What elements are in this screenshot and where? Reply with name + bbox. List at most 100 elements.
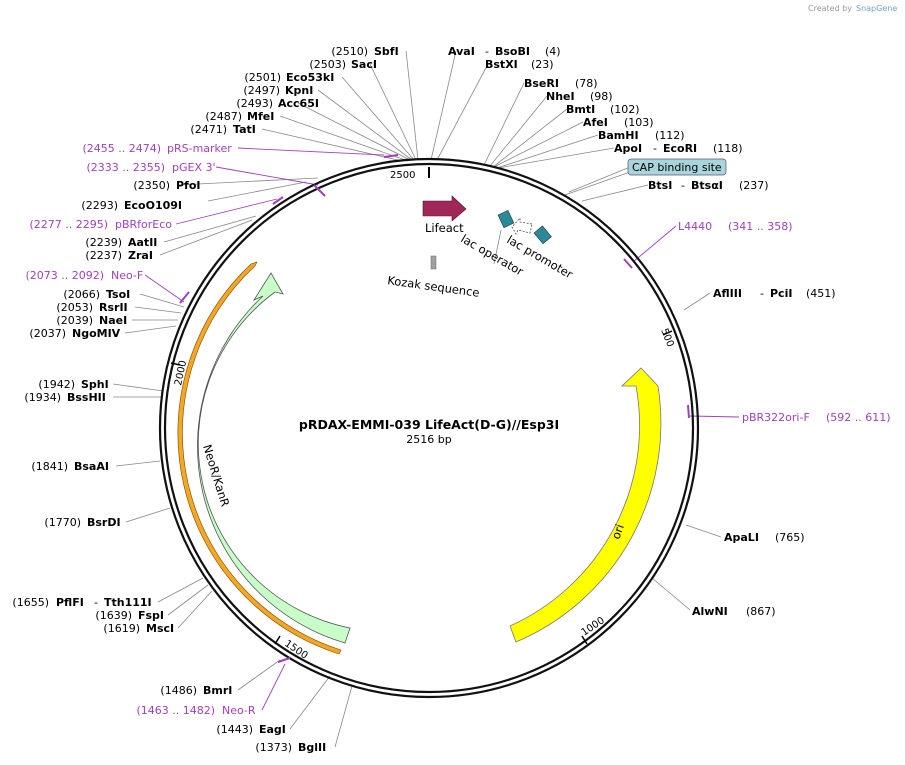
svg-text:(2510): (2510): [331, 45, 368, 58]
label-pgex3[interactable]: (2333 .. 2355)pGEX 3': [86, 161, 215, 174]
primer-leaders: [144, 147, 740, 711]
label-pbr322ori-f[interactable]: pBR322ori-F (592 .. 611): [742, 411, 891, 424]
svg-text:AatII: AatII: [128, 236, 157, 249]
label-fspi[interactable]: (1639)FspI: [95, 609, 164, 622]
svg-text:-: -: [653, 142, 657, 155]
svg-text:(1373): (1373): [255, 741, 292, 754]
ori-label: ori: [609, 522, 627, 541]
label-ngomiv[interactable]: (2037)NgoMIV: [29, 327, 120, 340]
label-tati[interactable]: (2471)TatI: [190, 123, 255, 136]
tick-marks: [170, 330, 673, 645]
label-avai[interactable]: AvaI-BsoBI(4): [448, 45, 561, 58]
label-apali[interactable]: ApaLI(765): [724, 531, 805, 544]
label-bglii[interactable]: (1373)BglII: [255, 741, 326, 754]
svg-text:(867): (867): [746, 605, 776, 618]
label-zrai[interactable]: (2237) ZraI: [85, 249, 153, 262]
svg-text:BseRI: BseRI: [524, 77, 559, 90]
label-rsrii[interactable]: (2053)RsrII: [56, 301, 127, 314]
label-neo-r[interactable]: (1463 .. 1482)Neo-R: [136, 704, 255, 717]
label-afei[interactable]: AfeI (103): [583, 116, 654, 129]
svg-text:NaeI: NaeI: [99, 314, 127, 327]
svg-text:(2501): (2501): [244, 71, 281, 84]
svg-text:(103): (103): [624, 116, 654, 129]
cap-binding-site[interactable]: CAP binding site: [627, 158, 727, 176]
svg-text:BstXI: BstXI: [485, 58, 518, 71]
svg-text:BamHI: BamHI: [598, 129, 639, 142]
svg-text:(592 .. 611): (592 .. 611): [826, 411, 891, 424]
svg-text:(23): (23): [531, 58, 554, 71]
label-eco53ki[interactable]: (2501)Eco53kI: [244, 71, 334, 84]
svg-text:(2503): (2503): [309, 58, 346, 71]
label-prs-marker[interactable]: (2455 .. 2474)pRS-marker: [82, 142, 232, 155]
label-nhei[interactable]: NheI(98): [546, 90, 613, 103]
svg-text:-: -: [760, 287, 764, 300]
label-bmti[interactable]: BmtI(102): [566, 103, 640, 116]
label-afliii[interactable]: AflIII-PciI(451): [713, 287, 836, 300]
label-pfoi[interactable]: (2350)PfoI: [133, 179, 200, 192]
label-bsaai[interactable]: (1841)BsaAI: [31, 460, 109, 473]
svg-text:MfeI: MfeI: [247, 110, 274, 123]
label-aatii[interactable]: (2239) AatII: [85, 236, 157, 249]
label-bsrdi[interactable]: (1770)BsrDI: [44, 516, 120, 529]
tick-label-500: 500: [658, 327, 675, 349]
svg-text:PciI: PciI: [770, 287, 792, 300]
label-tsoi[interactable]: (2066)TsoI: [63, 288, 130, 301]
label-bstxi[interactable]: BstXI (23): [485, 58, 554, 71]
label-bmri[interactable]: (1486)BmrI: [160, 684, 232, 697]
cap-leader: [564, 171, 631, 196]
label-pbrforeco[interactable]: (2277 .. 2295)pBRforEco: [29, 218, 172, 231]
svg-text:BmrI: BmrI: [203, 684, 232, 697]
label-apoi[interactable]: ApoI-EcoRI(118): [614, 142, 743, 155]
svg-text:SacI: SacI: [351, 58, 377, 71]
label-l4440[interactable]: L4440(341 .. 358): [678, 220, 793, 233]
label-sbfi[interactable]: (2510) SbfI: [331, 45, 398, 58]
credit-prefix: Created by: [808, 4, 852, 13]
svg-text:RsrII: RsrII: [99, 301, 128, 314]
svg-text:(2293): (2293): [81, 199, 118, 212]
lac-operator-box: [497, 209, 515, 229]
label-msci[interactable]: (1619)MscI: [103, 622, 174, 635]
svg-text:(1619): (1619): [103, 622, 140, 635]
svg-text:(2497): (2497): [243, 84, 280, 97]
svg-text:(2455 .. 2474): (2455 .. 2474): [82, 142, 161, 155]
svg-text:ZraI: ZraI: [128, 249, 153, 262]
svg-text:(2237): (2237): [85, 249, 122, 262]
svg-text:SbfI: SbfI: [374, 45, 399, 58]
label-sphi[interactable]: (1942)SphI: [38, 378, 108, 391]
svg-text:Neo-F: Neo-F: [111, 269, 143, 282]
label-btsi[interactable]: BtsI-BtsαI(237): [648, 179, 769, 192]
label-eco0109i[interactable]: (2293)EcoO109I: [81, 199, 182, 212]
svg-text:AflIII: AflIII: [713, 287, 742, 300]
lac-promoter-arrow: [511, 216, 533, 235]
svg-text:EagI: EagI: [259, 723, 286, 736]
label-bamhi[interactable]: BamHI(112): [598, 129, 685, 142]
svg-text:AfeI: AfeI: [583, 116, 608, 129]
label-saci[interactable]: (2503) SacI: [309, 58, 377, 71]
label-pflfi[interactable]: (1655)PflFI-Tth111I: [12, 596, 151, 609]
right-labels: AvaI-BsoBI(4) BstXI (23) BseRI(78) NheI(9…: [448, 45, 891, 618]
svg-text:(2487): (2487): [205, 110, 242, 123]
label-acc65i[interactable]: (2493)Acc65I: [236, 97, 319, 110]
svg-text:(1655): (1655): [12, 596, 49, 609]
label-mfei[interactable]: (2487) MfeI: [205, 110, 274, 123]
tick-label-2500: 2500: [390, 170, 415, 181]
svg-text:(2239): (2239): [85, 236, 122, 249]
label-bseri[interactable]: BseRI(78): [524, 77, 598, 90]
label-naei[interactable]: (2039)NaeI: [56, 314, 127, 327]
svg-text:Acc65I: Acc65I: [278, 97, 319, 110]
svg-text:pBR322ori-F: pBR322ori-F: [742, 411, 810, 424]
svg-text:Tth111I: Tth111I: [104, 596, 152, 609]
svg-text:(237): (237): [739, 179, 769, 192]
label-eagi[interactable]: (1443)EagI: [216, 723, 285, 736]
lac-operator-leader: [493, 229, 502, 265]
label-kpni[interactable]: (2497)KpnI: [243, 84, 313, 97]
svg-text:(2037): (2037): [29, 327, 66, 340]
svg-text:NheI: NheI: [546, 90, 575, 103]
svg-text:TsoI: TsoI: [106, 288, 130, 301]
label-neo-f[interactable]: (2073 .. 2092)Neo-F: [25, 269, 143, 282]
label-bsshii[interactable]: (1934)BssHII: [24, 391, 105, 404]
snapgene-logo: SnapGene: [856, 4, 897, 13]
label-alwni[interactable]: AlwNI(867): [692, 605, 776, 618]
svg-text:L4440: L4440: [678, 220, 712, 233]
